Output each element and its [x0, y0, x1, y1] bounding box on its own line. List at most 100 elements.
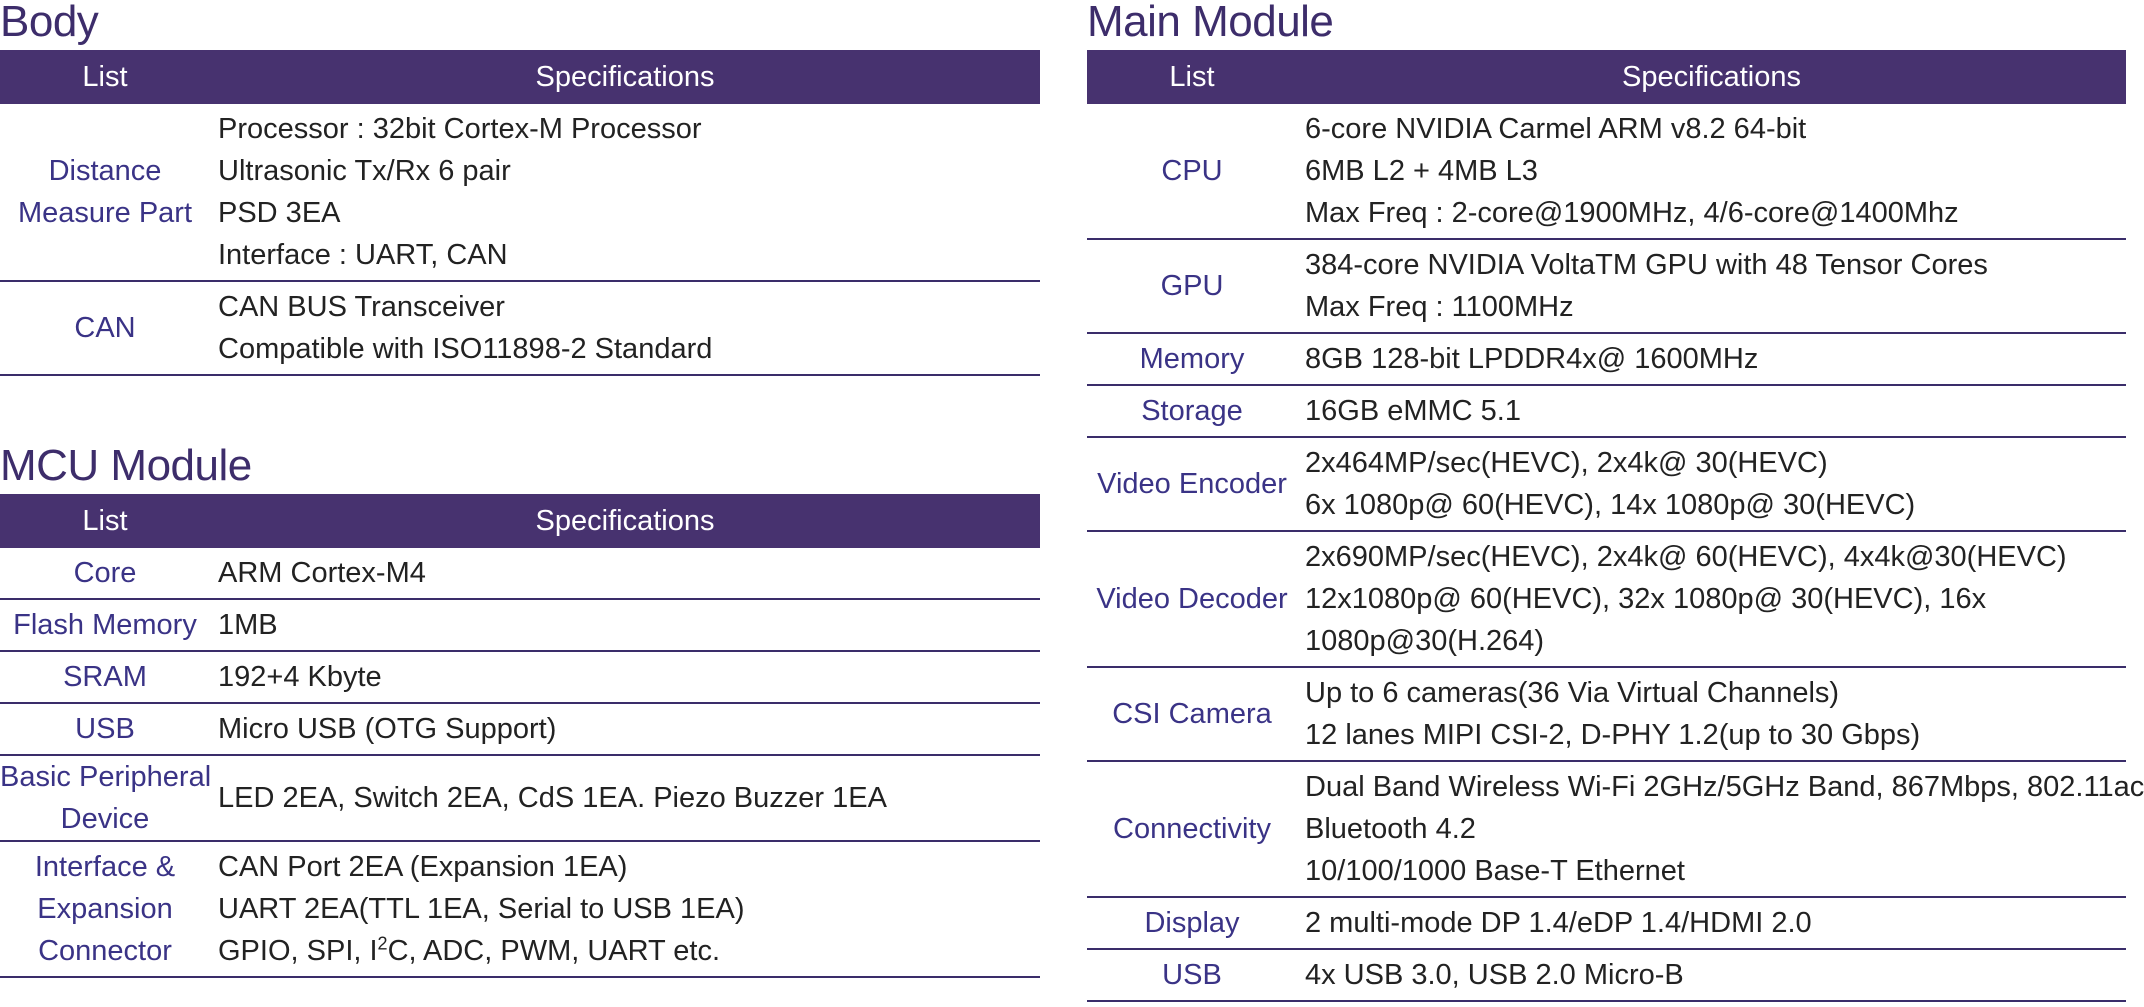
- spec-line: PSD 3EA: [218, 197, 341, 229]
- row-label-line: Display: [1144, 907, 1240, 939]
- spec-line: 16GB eMMC 5.1: [1305, 395, 1521, 427]
- column-header-specifications: Specifications: [1297, 50, 2126, 104]
- spec-line: Compatible with ISO11898-2 Standard: [218, 333, 713, 365]
- row-specifications: 4x USB 3.0, USB 2.0 Micro-B: [1297, 949, 2126, 1002]
- superscript: 2: [377, 933, 388, 954]
- table-row: Video Decoder 2x690MP/sec(HEVC), 2x4k@ 6…: [1087, 531, 2126, 668]
- spec-line: GPIO, SPI, I2C, ADC, PWM, UART etc.: [218, 930, 1040, 972]
- spec-line: 4x USB 3.0, USB 2.0 Micro-B: [1305, 959, 1684, 991]
- spec-line: 1MB: [218, 609, 278, 641]
- spec-line: Processor : 32bit Cortex-M Processor: [218, 113, 702, 145]
- row-label: USB: [0, 703, 210, 756]
- table-header-row: List Specifications: [0, 50, 1040, 104]
- row-label-line: SRAM: [63, 661, 147, 693]
- column-header-specifications: Specifications: [210, 50, 1040, 104]
- row-specifications: LED 2EA, Switch 2EA, CdS 1EA. Piezo Buzz…: [210, 755, 1040, 842]
- row-label-line: Storage: [1141, 395, 1243, 427]
- table-row: Display 2 multi-mode DP 1.4/eDP 1.4/HDMI …: [1087, 897, 2126, 950]
- row-label: CSI Camera: [1087, 667, 1297, 762]
- row-label-line: Video Decoder: [1096, 583, 1288, 615]
- table-row: Memory 8GB 128-bit LPDDR4x@ 1600MHz: [1087, 333, 2126, 386]
- table-row: Storage 16GB eMMC 5.1: [1087, 385, 2126, 438]
- row-specifications: Micro USB (OTG Support): [210, 703, 1040, 756]
- row-label: Display: [1087, 897, 1297, 950]
- row-label-line: USB: [1162, 959, 1222, 991]
- row-specifications: 6-core NVIDIA Carmel ARM v8.2 64-bit 6MB …: [1297, 104, 2126, 240]
- row-specifications: 2x464MP/sec(HEVC), 2x4k@ 30(HEVC)6x 1080…: [1297, 437, 2126, 532]
- spec-line: CAN Port 2EA (Expansion 1EA): [218, 851, 628, 883]
- column-header-specifications: Specifications: [210, 494, 1040, 548]
- row-specifications: 2x690MP/sec(HEVC), 2x4k@ 60(HEVC), 4x4k@…: [1297, 531, 2126, 668]
- spec-line: Bluetooth 4.2: [1305, 813, 1476, 845]
- spec-line: 2x464MP/sec(HEVC), 2x4k@ 30(HEVC): [1305, 447, 1828, 479]
- row-label-line: CSI Camera: [1112, 698, 1272, 730]
- row-specifications: 384-core NVIDIA VoltaTM GPU with 48 Tens…: [1297, 239, 2126, 334]
- spec-line: Max Freq : 2-core@1900MHz, 4/6-core@1400…: [1305, 197, 1959, 229]
- row-label-line: Basic Peripheral: [0, 761, 212, 793]
- spec-line: 384-core NVIDIA VoltaTM GPU with 48 Tens…: [1305, 249, 1988, 281]
- spec-line-text: C, ADC, PWM, UART etc.: [387, 935, 721, 967]
- spec-line: 8GB 128-bit LPDDR4x@ 1600MHz: [1305, 343, 1759, 375]
- spec-line: 6-core NVIDIA Carmel ARM v8.2 64-bit: [1305, 113, 1807, 145]
- spec-line: 192+4 Kbyte: [218, 661, 382, 693]
- spec-line: 10/100/1000 Base-T Ethernet: [1305, 855, 1685, 887]
- table-row: GPU 384-core NVIDIA VoltaTM GPU with 48 T…: [1087, 239, 2126, 334]
- section-title-main-module: Main Module: [1087, 0, 1334, 46]
- row-label: USB: [1087, 949, 1297, 1002]
- spec-line: UART 2EA(TTL 1EA, Serial to USB 1EA): [218, 893, 745, 925]
- spec-line: Dual Band Wireless Wi-Fi 2GHz/5GHz Band,…: [1305, 771, 2144, 803]
- row-label-line: Connectivity: [1113, 813, 1271, 845]
- column-header-list: List: [1087, 50, 1297, 104]
- table-row: Connectivity Dual Band Wireless Wi-Fi 2GH…: [1087, 761, 2144, 898]
- row-label-line: GPU: [1160, 270, 1224, 302]
- spec-line: 12x1080p@ 60(HEVC), 32x 1080p@ 30(HEVC),…: [1305, 583, 1987, 615]
- row-specifications: Up to 6 cameras(36 Via Virtual Channels)…: [1297, 667, 2126, 762]
- table-row: SRAM 192+4 Kbyte: [0, 651, 1040, 704]
- table-header-row: List Specifications: [0, 494, 1040, 548]
- row-label: GPU: [1087, 239, 1297, 334]
- row-label-line: Device: [60, 803, 150, 835]
- column-header-list: List: [0, 50, 210, 104]
- row-specifications: CAN Port 2EA (Expansion 1EA) UART 2EA(TTL…: [210, 841, 1040, 978]
- row-label: CAN: [0, 281, 210, 376]
- row-label: SRAM: [0, 651, 210, 704]
- row-label: Connectivity: [1087, 761, 1297, 898]
- spec-line: 2 multi-mode DP 1.4/eDP 1.4/HDMI 2.0: [1305, 907, 1812, 939]
- spec-line: 6MB L2 + 4MB L3: [1305, 155, 1538, 187]
- table-row: USB 4x USB 3.0, USB 2.0 Micro-B: [1087, 949, 2126, 1002]
- spec-line: Max Freq : 1100MHz: [1305, 291, 1574, 323]
- spec-line: Interface : UART, CAN: [218, 239, 508, 271]
- row-label-line: Video Encoder: [1097, 468, 1287, 500]
- spec-line: 2x690MP/sec(HEVC), 2x4k@ 60(HEVC), 4x4k@…: [1305, 541, 2067, 573]
- row-specifications: 192+4 Kbyte: [210, 651, 1040, 704]
- row-label: CPU: [1087, 104, 1297, 240]
- row-label-line: Interface &: [34, 851, 176, 883]
- table-row: CSI Camera Up to 6 cameras(36 Via Virtual…: [1087, 667, 2126, 762]
- row-label-line: CAN: [74, 312, 136, 344]
- spec-line: CAN BUS Transceiver: [218, 291, 505, 323]
- row-specifications: 2 multi-mode DP 1.4/eDP 1.4/HDMI 2.0: [1297, 897, 2126, 950]
- row-label-line: USB: [75, 713, 135, 745]
- row-label-line: Distance: [48, 155, 162, 187]
- spec-line: Up to 6 cameras(36 Via Virtual Channels): [1305, 677, 1840, 709]
- row-label: Core: [0, 548, 210, 600]
- row-label-line: Flash Memory: [13, 609, 197, 641]
- table-row: Video Encoder 2x464MP/sec(HEVC), 2x4k@ 30…: [1087, 437, 2126, 532]
- spec-line: 12 lanes MIPI CSI-2, D-PHY 1.2(up to 30 …: [1305, 719, 1921, 751]
- spec-line: 1080p@30(H.264): [1305, 625, 1545, 657]
- row-label-line: Memory: [1139, 343, 1245, 375]
- section-title-body: Body: [0, 0, 99, 46]
